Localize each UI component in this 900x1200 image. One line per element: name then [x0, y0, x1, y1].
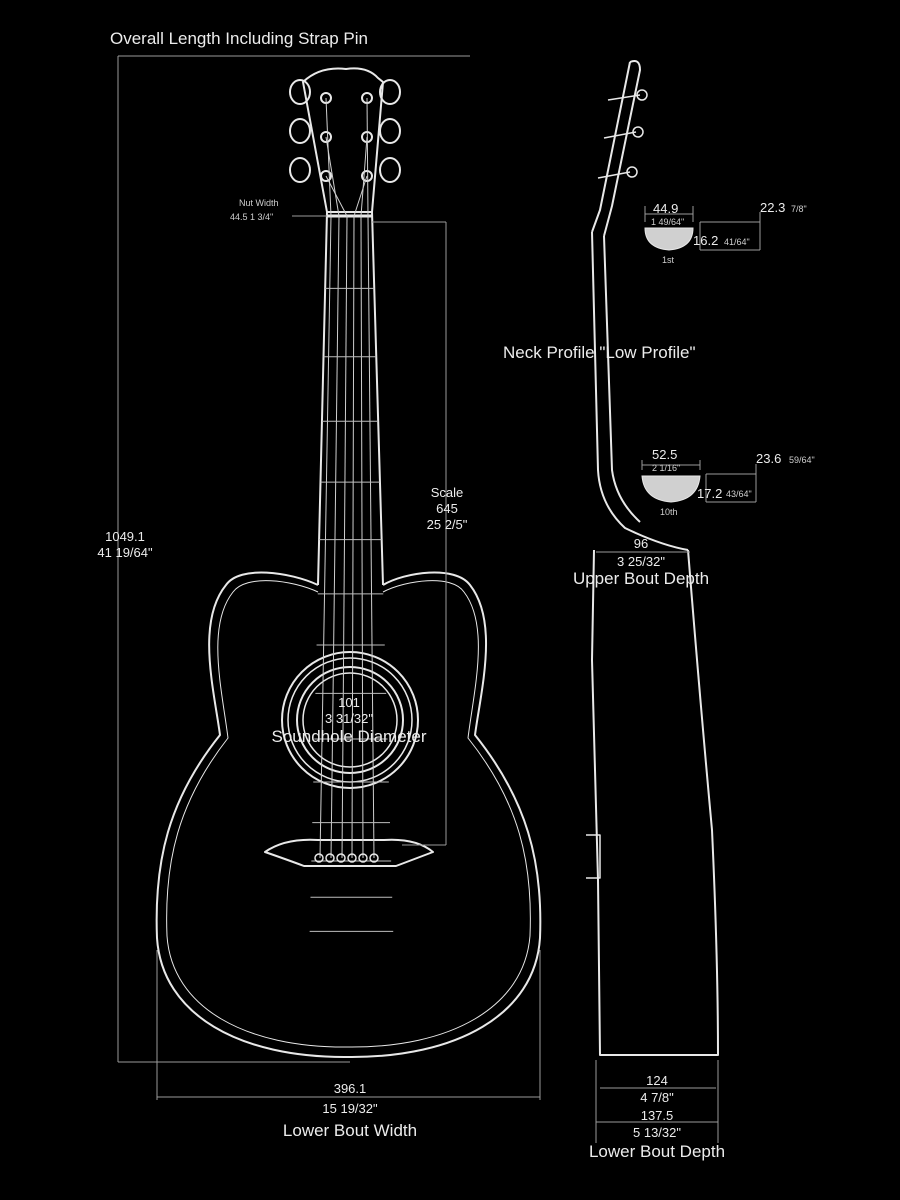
- tuner-pegs: [289, 79, 401, 183]
- bridge: [264, 838, 434, 867]
- dimension-lines: [117, 55, 761, 1143]
- scale-label: Scale: [430, 485, 464, 500]
- lower-bout-depth-inner-inch: 4 7/8": [640, 1090, 674, 1105]
- upper-bout-depth-inch: 3 25/32": [617, 554, 665, 569]
- strings: [319, 97, 375, 859]
- profile-10th-thickness-inch: 43/64": [726, 489, 752, 499]
- profile-10th-width-inch: 2 1/16": [652, 463, 681, 473]
- profile-1st-total-inch: 7/8": [791, 204, 807, 214]
- upper-bout-depth-label: Upper Bout Depth: [572, 569, 710, 588]
- lower-bout-width-label: Lower Bout Width: [282, 1121, 418, 1140]
- profile-10th-thickness-mm: 17.2: [697, 486, 723, 501]
- frets: [309, 287, 394, 932]
- profile-1st-fret: 1st: [662, 255, 675, 265]
- soundhole-mm: 101: [338, 695, 360, 710]
- lower-bout-depth-outer-inch: 5 13/32": [633, 1125, 681, 1140]
- lower-bout-depth-inner-mm: 124: [646, 1073, 668, 1088]
- profile-1st-thickness-inch: 41/64": [724, 237, 750, 247]
- upper-bout-depth-mm: 96: [633, 536, 649, 551]
- neck-profile-10th: [641, 475, 701, 503]
- side-view: [586, 60, 719, 1056]
- overall-length-title: Overall Length Including Strap Pin: [110, 29, 368, 48]
- profile-1st-width-mm: 44.9: [653, 201, 679, 216]
- profile-10th-total-mm: 23.6: [756, 451, 782, 466]
- lower-bout-depth-outer-mm: 137.5: [640, 1108, 674, 1123]
- side-tuners: [597, 89, 648, 179]
- profile-10th-width-mm: 52.5: [652, 447, 678, 462]
- overall-length-mm: 1049.1: [105, 529, 145, 544]
- body-outline: [155, 571, 542, 1059]
- neck-profile-1st: [644, 227, 694, 251]
- bridge-pins: [314, 853, 379, 863]
- scale-inch: 25 2/5": [426, 517, 468, 532]
- body-binding: [166, 580, 531, 1048]
- lower-bout-width-inch: 15 19/32": [322, 1101, 378, 1116]
- nut-width-label: Nut Width: [239, 198, 279, 208]
- profile-1st-total-mm: 22.3: [760, 200, 786, 215]
- nut-width-value: 44.5 1 3/4": [230, 212, 274, 222]
- lower-bout-width-mm: 396.1: [333, 1081, 367, 1096]
- soundhole-inch: 3 31/32": [325, 711, 373, 726]
- profile-1st-width-inch: 1 49/64": [651, 217, 685, 227]
- soundhole-label: Soundhole Diameter: [271, 727, 427, 746]
- neck-outline: [317, 211, 384, 586]
- profile-1st-thickness-mm: 16.2: [693, 233, 719, 248]
- profile-10th-fret: 10th: [660, 507, 678, 517]
- profile-10th-total-inch: 59/64": [789, 455, 815, 465]
- neck-profile-label: Neck Profile "Low Profile": [503, 343, 696, 362]
- scale-mm: 645: [436, 501, 458, 516]
- lower-bout-depth-label: Lower Bout Depth: [588, 1142, 726, 1161]
- headstock-outline: [302, 67, 384, 213]
- overall-length-inch: 41 19/64": [97, 545, 153, 560]
